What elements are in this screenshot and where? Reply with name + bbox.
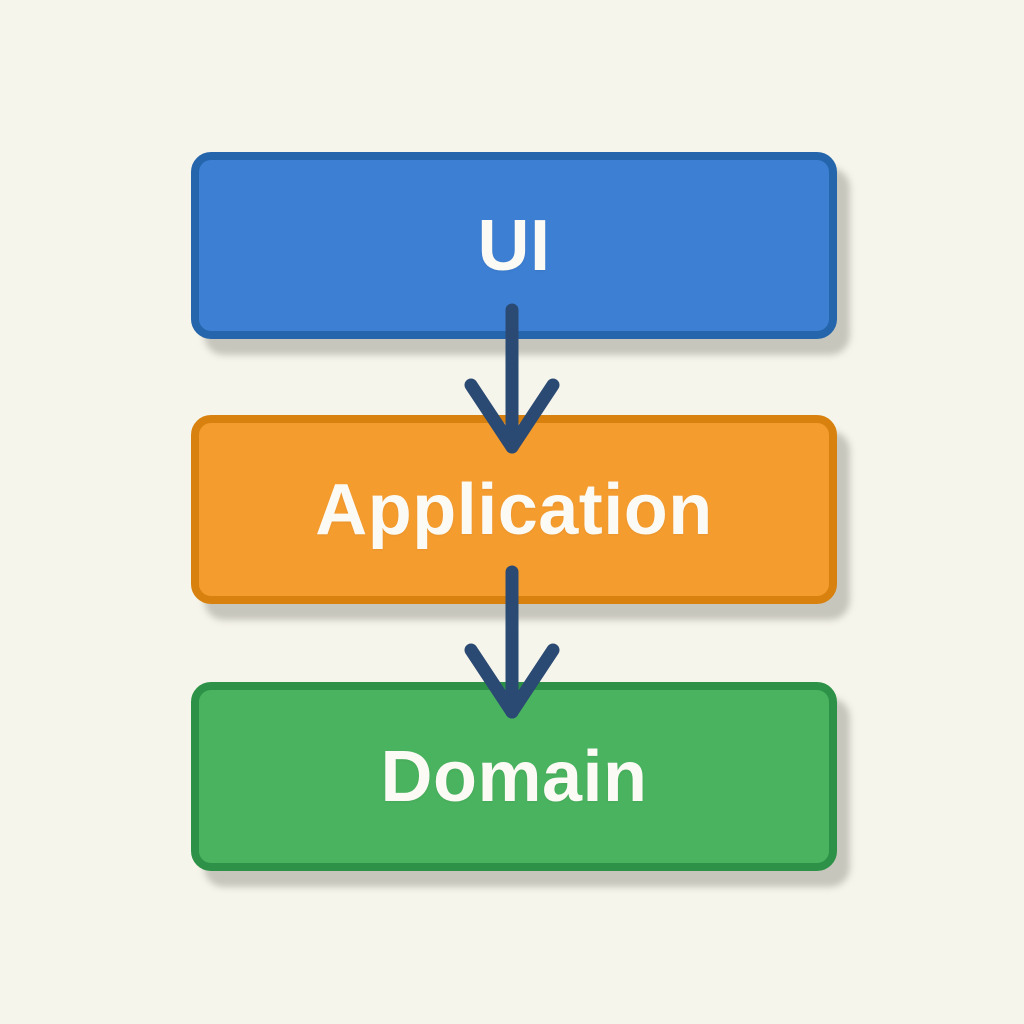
node-ui-label: UI — [477, 205, 551, 286]
node-ui: UI — [191, 152, 837, 339]
node-domain-label: Domain — [380, 736, 648, 817]
node-application-label: Application — [315, 469, 713, 550]
node-domain: Domain — [191, 682, 837, 871]
node-application: Application — [191, 415, 837, 604]
